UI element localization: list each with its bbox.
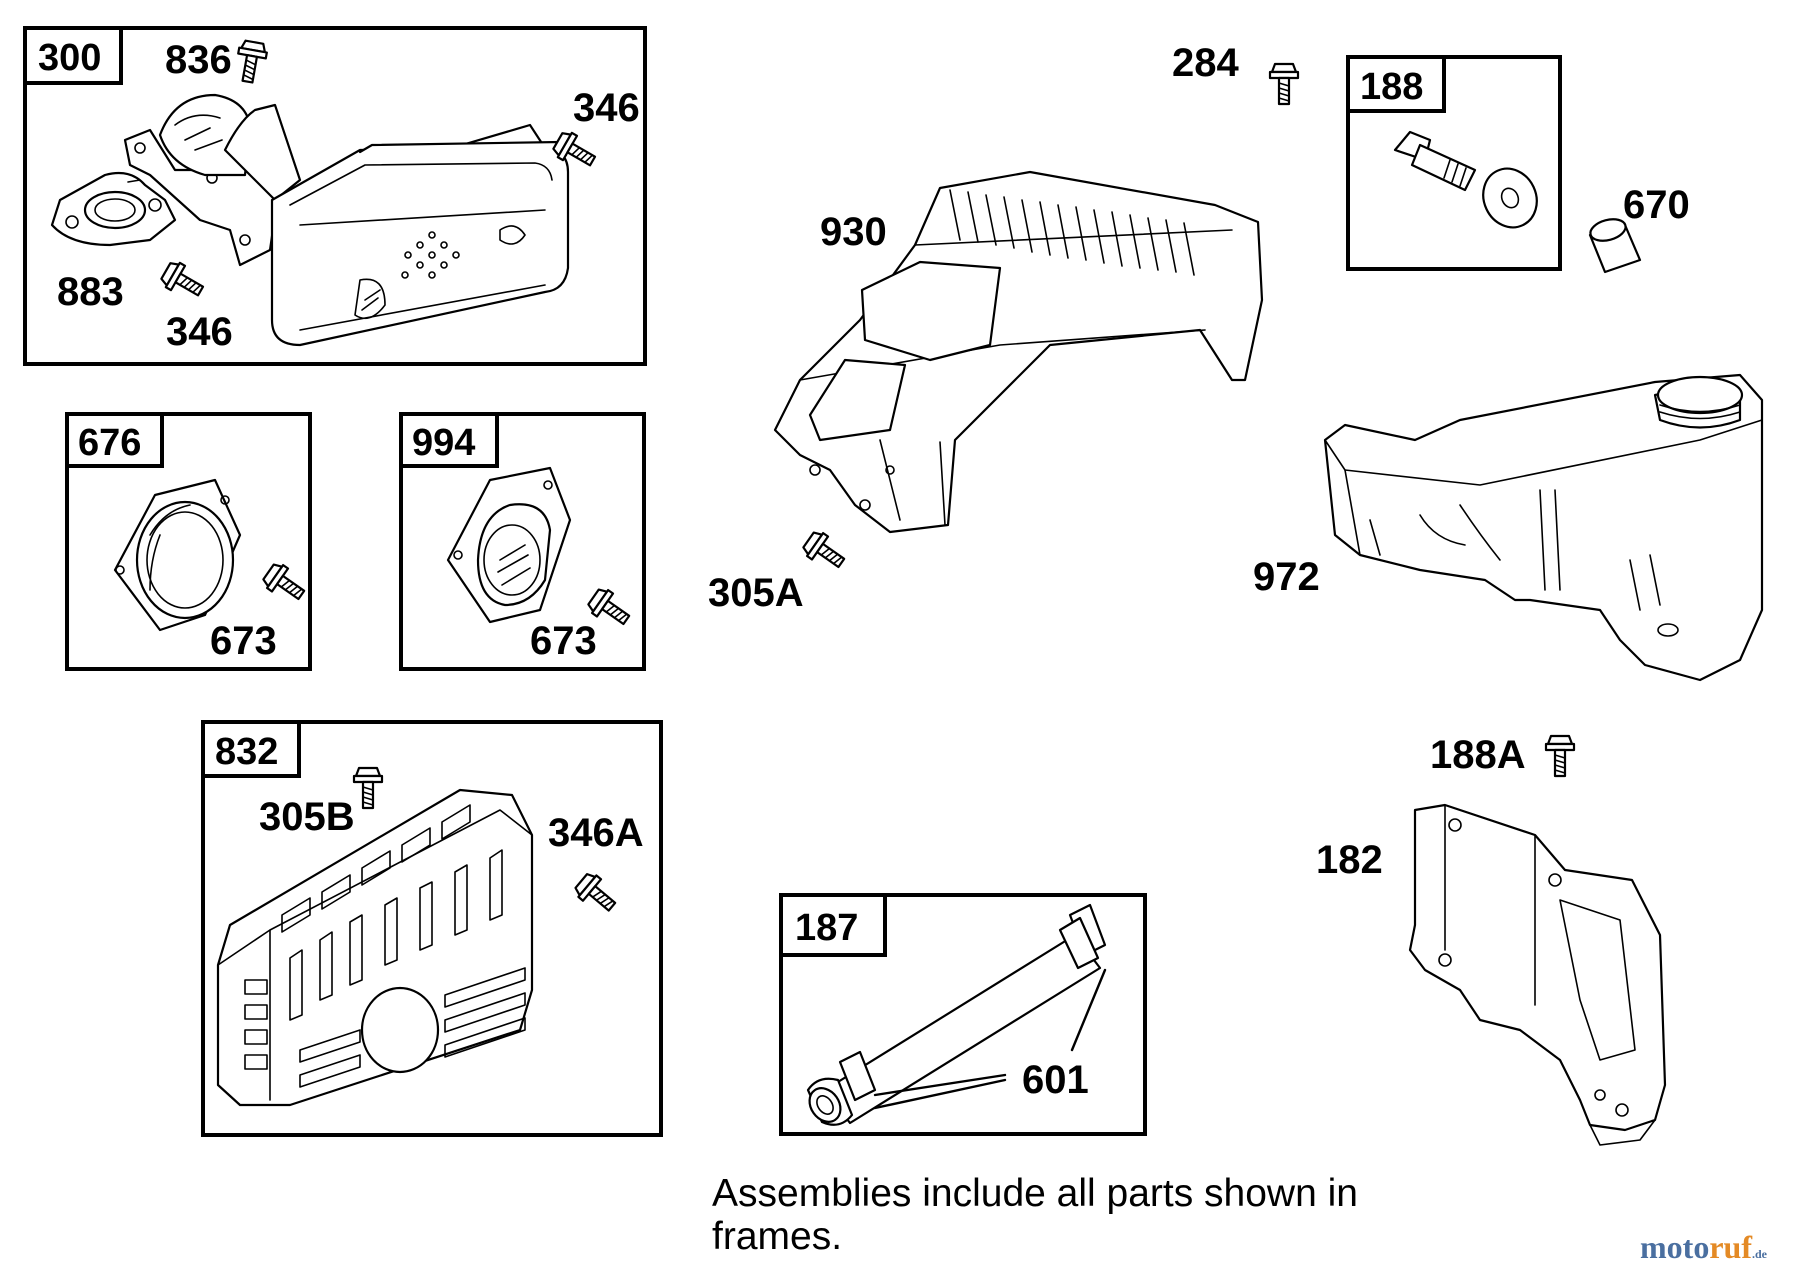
frame-300: 300 bbox=[23, 26, 647, 366]
leader-lines-601 bbox=[873, 968, 1107, 1110]
frame-187-tag: 187 bbox=[795, 907, 858, 949]
label-346-bottom: 346 bbox=[166, 310, 233, 354]
label-305A: 305A bbox=[708, 571, 804, 615]
frame-300-tag: 300 bbox=[38, 37, 101, 79]
spacer-670-drawing bbox=[1588, 218, 1642, 274]
shoulder-bolt-188-drawing bbox=[1393, 130, 1477, 192]
label-883: 883 bbox=[57, 270, 124, 314]
deflector-676-drawing bbox=[113, 478, 242, 632]
label-836: 836 bbox=[165, 38, 232, 82]
frame-832-tag: 832 bbox=[215, 731, 278, 773]
screw-836-drawing bbox=[232, 38, 270, 86]
label-284: 284 bbox=[1172, 41, 1239, 85]
label-182: 182 bbox=[1316, 838, 1383, 882]
watermark-part-1: moto bbox=[1640, 1229, 1710, 1265]
label-601: 601 bbox=[1022, 1058, 1089, 1102]
label-930: 930 bbox=[820, 210, 887, 254]
washer-188-drawing bbox=[1482, 167, 1538, 229]
label-670: 670 bbox=[1623, 183, 1690, 227]
watermark-logo: motoruf.de bbox=[1640, 1230, 1767, 1271]
frame-676-tag: 676 bbox=[78, 422, 141, 464]
watermark-part-2: ruf bbox=[1709, 1229, 1752, 1265]
frame-187: 187 bbox=[779, 893, 1147, 1136]
watermark-part-3: .de bbox=[1751, 1247, 1767, 1261]
fuel-line-187-drawing bbox=[806, 903, 1107, 1126]
frame-188: 188 bbox=[1346, 55, 1562, 271]
screw-305B-drawing bbox=[352, 766, 384, 810]
label-972: 972 bbox=[1253, 555, 1320, 599]
frame-188-tag: 188 bbox=[1360, 66, 1423, 108]
muffler-guard-832-drawing bbox=[216, 788, 534, 1107]
muffler-drawing bbox=[123, 93, 570, 347]
screw-284-drawing bbox=[1268, 62, 1300, 106]
screw-346A-drawing bbox=[571, 869, 623, 919]
screw-305A-drawing bbox=[799, 527, 851, 576]
gasket-883-drawing bbox=[50, 171, 177, 247]
deflector-994-drawing bbox=[446, 466, 572, 624]
fuel-tank-972-drawing bbox=[1323, 373, 1764, 682]
frame-676: 676 bbox=[65, 412, 312, 671]
screw-346-bottom-drawing bbox=[157, 257, 209, 305]
label-673-right: 673 bbox=[530, 619, 597, 663]
label-346A: 346A bbox=[548, 811, 644, 855]
frame-994-tag: 994 bbox=[412, 422, 475, 464]
frame-994: 994 bbox=[399, 412, 646, 671]
assemblies-note: Assemblies include all parts shown in fr… bbox=[712, 1172, 1358, 1258]
label-673-left: 673 bbox=[210, 619, 277, 663]
screw-673-left-drawing bbox=[259, 559, 311, 608]
label-305B: 305B bbox=[259, 795, 355, 839]
bracket-182-drawing bbox=[1408, 803, 1667, 1146]
label-346-top: 346 bbox=[573, 86, 640, 130]
frame-832: 832 bbox=[201, 720, 663, 1137]
label-188A: 188A bbox=[1430, 733, 1526, 777]
screw-188A-drawing bbox=[1544, 734, 1576, 778]
blower-housing-930-drawing bbox=[773, 170, 1264, 534]
